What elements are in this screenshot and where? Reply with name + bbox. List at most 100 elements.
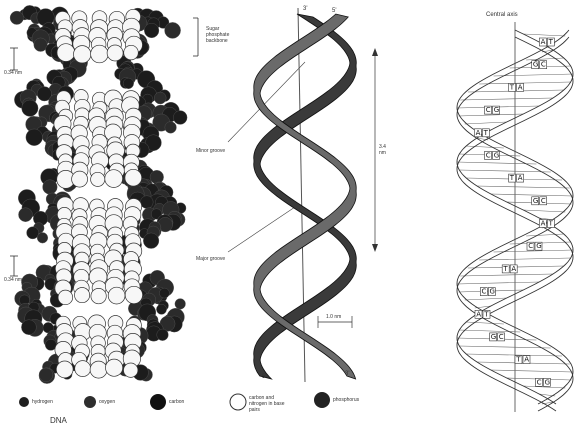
base-letter: C — [499, 333, 504, 341]
backbone-atom — [157, 329, 169, 341]
backbone-atom — [39, 368, 53, 382]
ladder-rung — [459, 170, 550, 172]
backbone-label: Sugar phosphate backbone — [206, 26, 240, 44]
base-atom — [125, 286, 142, 303]
base-atom — [58, 290, 73, 305]
major-groove-label: Major groove — [196, 256, 225, 262]
base-atom — [91, 288, 106, 303]
ladder-rung — [460, 274, 553, 276]
ladder-rung — [491, 194, 573, 196]
base-letter: C — [537, 378, 542, 386]
backbone-atom — [156, 304, 166, 314]
base-letter: T — [548, 220, 554, 228]
minor-groove-label: Minor groove — [196, 148, 225, 154]
base-letter: C — [541, 61, 546, 69]
ladder-rung — [523, 34, 565, 36]
base-atom — [124, 45, 139, 60]
backbone-atom — [22, 100, 38, 116]
ladder-rung — [466, 354, 562, 356]
base-letter: T — [509, 174, 515, 182]
base-atom — [75, 288, 90, 303]
legend-phosphorus-swatch — [314, 392, 330, 408]
base-letter: C — [486, 106, 491, 114]
central-axis-label: Central axis — [486, 12, 518, 18]
pitch-label-top: 0.34 nm — [4, 70, 22, 76]
ladder-rung — [466, 146, 504, 148]
ladder-diagram: ATGCTACGATCGTAGCATCGTACGATGCTACG — [457, 22, 573, 412]
legend-oxygen-label: oxygen — [99, 399, 115, 405]
base-letter: G — [533, 197, 538, 205]
pitch-marker-bottom — [10, 256, 18, 276]
base-letter: A — [541, 38, 546, 46]
backbone-atom — [19, 208, 33, 222]
base-letter: T — [509, 83, 515, 91]
backbone-atom — [21, 320, 36, 335]
base-atom — [106, 359, 123, 376]
pitch-marker-top — [10, 48, 18, 70]
ribbon-axis — [298, 8, 305, 382]
ladder-rung — [507, 202, 572, 204]
legend-base-label: carbon and nitrogen in base pairs — [249, 395, 289, 413]
width-label: 1.0 nm — [326, 314, 341, 320]
legend-hydrogen-swatch — [19, 397, 29, 407]
base-atom — [91, 45, 109, 63]
base-letter: G — [533, 61, 538, 69]
backbone-atom — [165, 122, 177, 134]
ladder-rung — [457, 282, 539, 284]
base-letter: T — [483, 129, 489, 137]
base-letter: C — [486, 151, 491, 159]
base-letter: A — [476, 310, 481, 318]
ladder-rung — [465, 298, 507, 300]
base-letter: T — [548, 38, 554, 46]
base-letter: T — [483, 310, 489, 318]
legend-base-swatch — [230, 394, 246, 410]
backbone-bracket — [193, 18, 198, 56]
pitch-label-bottom: 0.34 nm — [4, 277, 22, 283]
ladder-rung — [479, 82, 570, 84]
turn-length-label: 3.4 nm — [379, 144, 391, 156]
backbone-atom — [165, 22, 181, 38]
backbone-atom — [26, 129, 43, 146]
base-atom — [56, 361, 73, 378]
base-atom — [75, 361, 91, 377]
legend-hydrogen-label: hydrogen — [32, 399, 53, 405]
base-letter: G — [494, 106, 499, 114]
backbone-atom — [27, 227, 39, 239]
base-letter: A — [518, 83, 523, 91]
ribbon-strand-2 — [254, 14, 357, 379]
base-letter: A — [524, 356, 529, 364]
base-letter: G — [536, 242, 541, 250]
svg-text:5': 5' — [332, 8, 336, 14]
legend-carbon-swatch — [150, 394, 166, 410]
backbone-atom — [175, 299, 186, 310]
backbone-atom — [159, 288, 169, 298]
backbone-atom — [144, 23, 159, 38]
base-atom — [74, 46, 91, 63]
base-atom — [107, 45, 123, 61]
legend-oxygen-swatch — [84, 396, 96, 408]
backbone-atom — [154, 92, 166, 104]
svg-text:3': 3' — [303, 6, 307, 12]
figure-caption: DNA — [50, 416, 67, 425]
ladder-rung — [460, 98, 553, 100]
base-atom — [108, 287, 125, 304]
backbone-atom — [173, 111, 187, 125]
space-filling-model — [10, 5, 187, 383]
base-letter: G — [490, 288, 495, 296]
base-letter: A — [541, 220, 546, 228]
ladder-rung — [523, 210, 565, 212]
ladder-rung — [479, 258, 570, 260]
base-letter: A — [476, 129, 481, 137]
ladder-rung — [465, 122, 507, 124]
base-letter: G — [494, 151, 499, 159]
ladder-rung — [491, 370, 573, 372]
base-letter: A — [518, 174, 523, 182]
ladder-rung — [477, 186, 570, 188]
ladder-rung — [466, 322, 504, 324]
base-atom — [124, 363, 138, 377]
base-letter: T — [502, 265, 508, 273]
backbone-atom — [123, 78, 134, 89]
base-atom — [72, 171, 88, 187]
turn-dimension — [372, 48, 378, 252]
